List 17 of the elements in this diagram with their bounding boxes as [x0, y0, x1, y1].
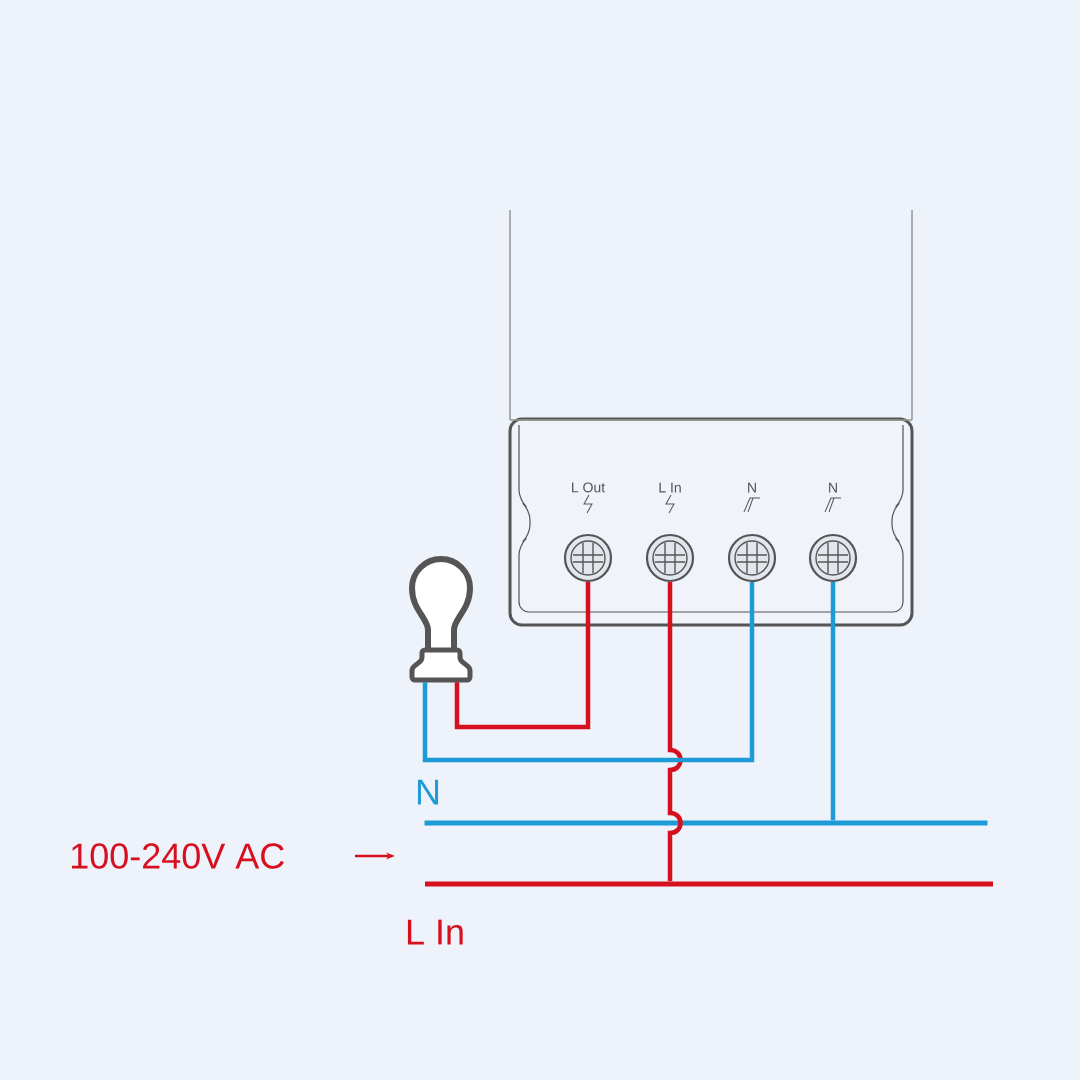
node-label: N — [829, 482, 837, 493]
voltage-label: 100-240V AC — [71, 843, 284, 869]
wire — [422, 582, 755, 763]
node-label: N — [748, 482, 756, 493]
screw-terminal: L In — [645, 482, 695, 583]
wire — [454, 582, 591, 730]
wire — [830, 582, 836, 821]
wire — [667, 582, 683, 882]
supply-line: N — [417, 779, 988, 826]
node-label: L In — [659, 482, 681, 493]
screw-terminal: N — [727, 482, 777, 583]
node-label: L Out — [572, 482, 606, 493]
supply-line: L In — [407, 881, 993, 945]
screw-terminal: L Out — [563, 482, 613, 583]
screw-terminal: N — [808, 482, 858, 583]
light-bulb — [409, 556, 473, 683]
switch-module — [508, 209, 914, 627]
